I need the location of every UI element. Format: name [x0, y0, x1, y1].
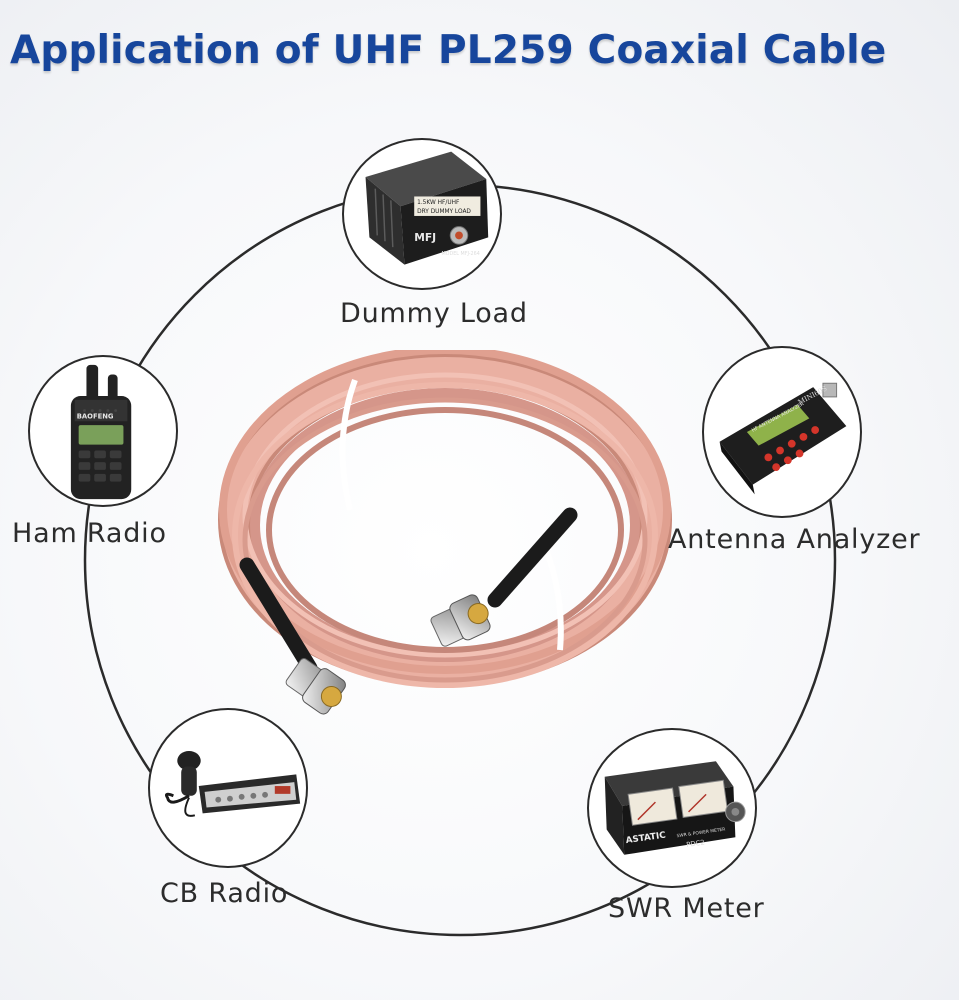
- swr-meter-label: SWR Meter: [608, 893, 765, 924]
- page-title: Application of UHF PL259 Coaxial Cable: [10, 28, 887, 73]
- dummy-load-icon: 1.5KW HF/UHF DRY DUMMY LOAD MFJ MODEL MF…: [342, 138, 502, 290]
- dummy-load-line2: DRY DUMMY LOAD: [417, 209, 471, 215]
- antenna-analyzer-icon: MINI60S HF ANTENNA ANALYZER: [702, 346, 862, 518]
- cb-radio-label: CB Radio: [160, 878, 289, 909]
- coaxial-cable-image: [215, 350, 685, 750]
- dummy-load-brand: MFJ: [414, 231, 436, 244]
- ham-radio-icon: BAOFENG: [28, 355, 178, 507]
- swr-model: PDC2: [686, 838, 705, 848]
- antenna-analyzer-label: Antenna Analyzer: [668, 524, 921, 555]
- dummy-load-model: MODEL MFJ-264: [441, 251, 479, 257]
- cb-radio-icon: [148, 708, 308, 868]
- ham-radio-brand: BAOFENG: [77, 412, 114, 420]
- swr-meter-icon: ASTATIC SWR & POWER METER PDC2: [587, 728, 757, 888]
- dummy-load-line1: 1.5KW HF/UHF: [417, 200, 460, 206]
- ham-radio-label: Ham Radio: [12, 518, 167, 549]
- dummy-load-label: Dummy Load: [340, 298, 528, 329]
